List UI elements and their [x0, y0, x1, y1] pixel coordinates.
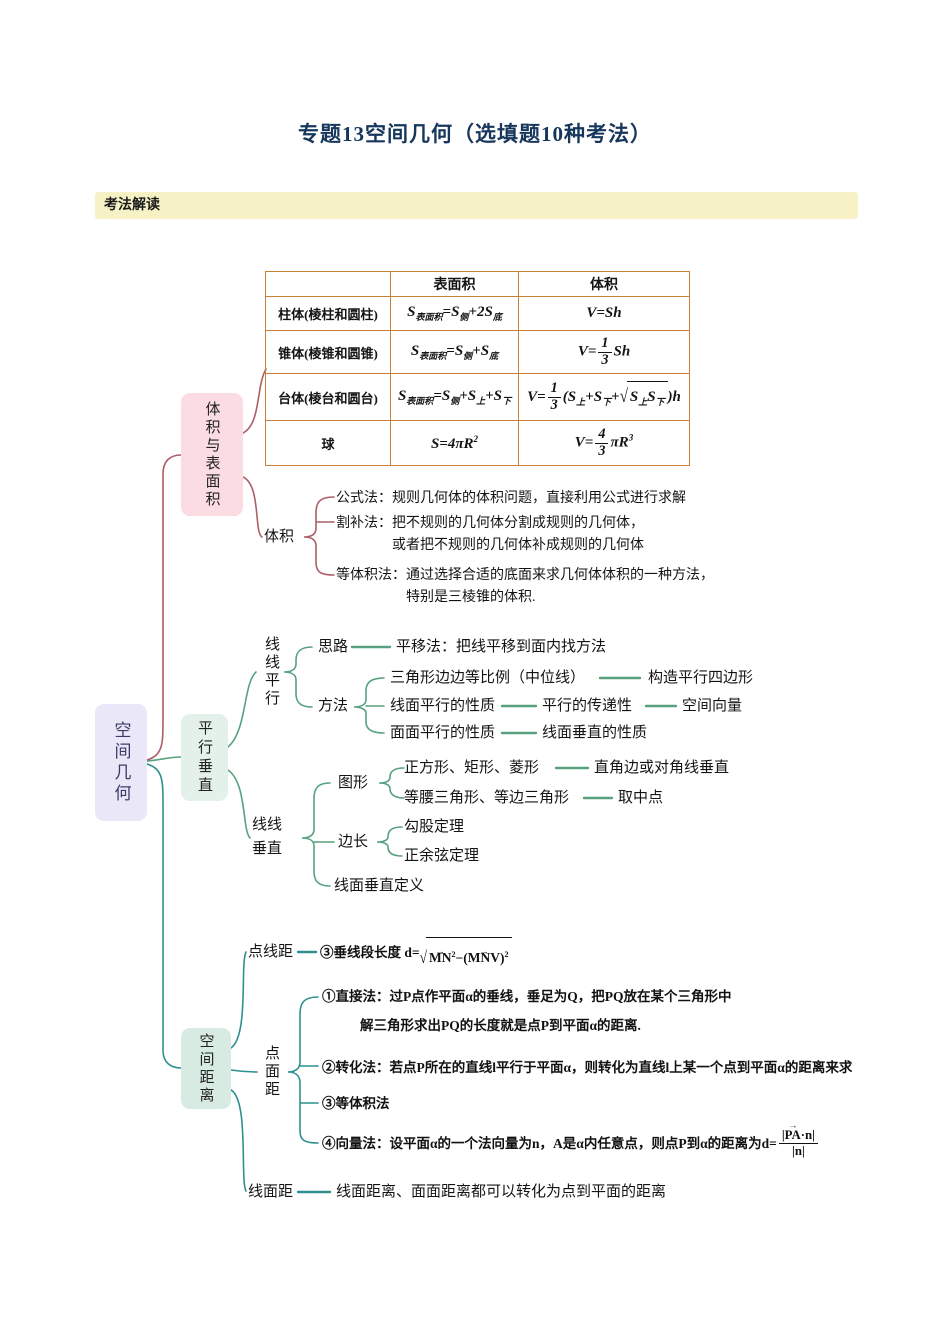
method-row3-a: 面面平行的性质	[390, 725, 496, 741]
section-banner: 考法解读	[95, 192, 858, 219]
side-label: 边长	[338, 834, 369, 850]
line-line-perpendicular-label: 线线 垂直	[252, 817, 283, 857]
branch-parallel-perpendicular-label: 平行垂直	[196, 719, 212, 796]
point-plane-equal-volume: ③等体积法	[322, 1096, 390, 1111]
surface-formula: S=4πR2	[390, 420, 519, 466]
row-name: 球	[265, 420, 391, 466]
point-plane-transform: ②转化法：若点P所在的直线l平行于平面α，则转化为直线l上某一个点到平面α的距离…	[322, 1060, 853, 1075]
line-line-parallel-label: 线线平行	[263, 636, 279, 708]
volume-method-split-line2: 或者把不规则的几何体补成规则的几何体	[392, 538, 644, 553]
shape-label: 图形	[338, 775, 369, 791]
branch-space-distance-node: 空间距离	[181, 1028, 231, 1109]
surface-formula: S表面积=S侧+S上+S下	[390, 373, 519, 421]
method-row1-a: 三角形边边等比例（中位线）	[390, 670, 586, 686]
method-row2-c: 空间向量	[682, 698, 743, 714]
branch-parallel-perpendicular-node: 平行垂直	[181, 714, 228, 801]
surface-formula: S表面积=S侧+2S底	[390, 296, 519, 331]
table-header-row: 表面积 体积	[265, 271, 690, 297]
line-plane-text: 线面距离、面面距离都可以转化为点到平面的距离	[336, 1184, 667, 1200]
shape-row2-a: 等腰三角形、等边三角形	[404, 790, 570, 806]
side-theorem-2: 正余弦定理	[404, 848, 480, 864]
method-label: 方法	[318, 698, 349, 714]
perpendicular-definition: 线面垂直定义	[334, 878, 425, 894]
line-plane-label: 线面距	[248, 1184, 294, 1200]
method-row2-b: 平行的传递性	[542, 698, 633, 714]
row-name: 锥体(棱锥和圆锥)	[265, 330, 391, 374]
row-name: 台体(棱台和圆台)	[265, 373, 391, 421]
table-header-volume: 体积	[518, 271, 690, 297]
row-name: 柱体(棱柱和圆柱)	[265, 296, 391, 331]
formula-table: 表面积 体积 柱体(棱柱和圆柱) S表面积=S侧+2S底 V=Sh 锥体(棱锥和…	[265, 271, 690, 466]
point-plane-vector: ④向量法：设平面α的一个法向量为n，A是α内任意点，则点P到α的距离为d=|PA…	[322, 1124, 820, 1162]
page-title: 专题13空间几何（选填题10种考法）	[298, 122, 652, 146]
table-row-cylinder: 柱体(棱柱和圆柱) S表面积=S侧+2S底 V=Sh	[265, 296, 690, 331]
branch-volume-surface-node: 体积与表面积	[181, 393, 243, 516]
surface-formula: S表面积=S侧+S底	[390, 330, 519, 374]
idea-text: 平移法：把线平移到面内找方法	[396, 639, 607, 655]
point-line-formula: ③垂线段长度 d=√MN2−(MNV)2	[320, 936, 512, 968]
idea-label: 思路	[318, 639, 349, 655]
method-row1-b: 构造平行四边形	[648, 670, 754, 686]
point-line-label: 点线距	[248, 944, 294, 960]
table-header-surface: 表面积	[390, 271, 519, 297]
method-row2-a: 线面平行的性质	[390, 698, 496, 714]
point-plane-label: 点面距	[263, 1045, 279, 1099]
volume-method-equal-line1: 等体积法：通过选择合适的底面来求几何体体积的一种方法，	[336, 568, 714, 583]
mindmap-root-node: 空间几何	[95, 704, 147, 821]
table-corner-cell	[265, 271, 391, 297]
shape-row1-a: 正方形、矩形、菱形	[404, 760, 540, 776]
volume-method-split-line1: 割补法：把不规则的几何体分割成规则的几何体，	[336, 516, 644, 531]
volume-method-equal-line2: 特别是三棱锥的体积.	[406, 590, 536, 605]
volume-formula: V=Sh	[518, 296, 690, 331]
shape-row2-b: 取中点	[618, 790, 664, 806]
root-label: 空间几何	[111, 720, 131, 805]
point-plane-direct-line2: 解三角形求出PQ的长度就是点P到平面α的距离.	[360, 1018, 641, 1033]
point-plane-direct-line1: ①直接法：过P点作平面α的垂线，垂足为Q，把PQ放在某个三角形中	[322, 989, 732, 1004]
method-row3-b: 线面垂直的性质	[542, 725, 648, 741]
branch-volume-surface-label: 体积与表面积	[203, 400, 220, 509]
branch-space-distance-label: 空间距离	[197, 1032, 214, 1105]
volume-method-formula: 公式法：规则几何体的体积问题，直接利用公式进行求解	[336, 491, 686, 506]
shape-row1-b: 直角边或对角线垂直	[594, 760, 730, 776]
side-theorem-1: 勾股定理	[404, 819, 465, 835]
volume-label: 体积	[264, 529, 295, 545]
